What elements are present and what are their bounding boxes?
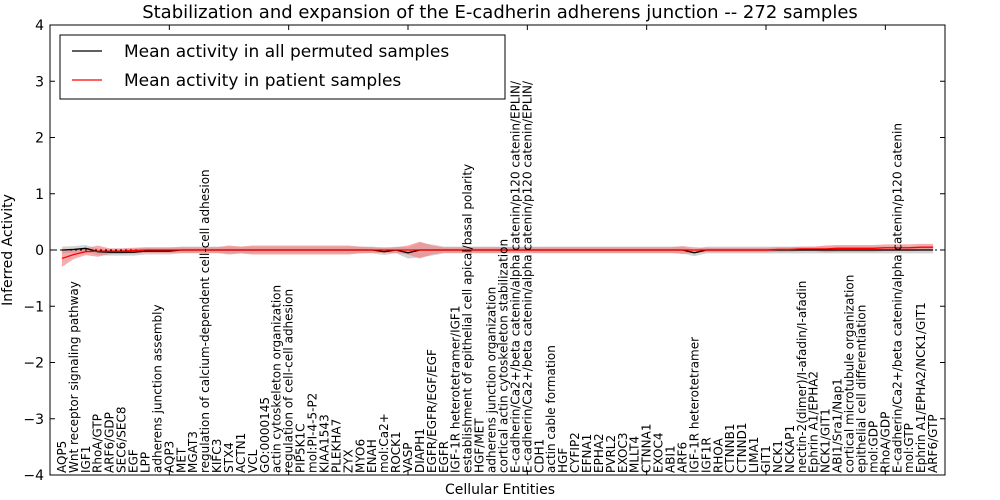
x-tick-label: MYO6 [353,439,367,473]
x-tick-label: GIT1 [759,445,773,473]
x-tick-label: RhoA/GDP [878,412,892,473]
x-tick-label: EXOC3 [616,433,630,474]
x-tick-label: EFNA1 [580,434,594,473]
x-tick-label: Ephrin A1/EPHA2 [807,371,821,473]
x-tick-label: ZYX [341,449,355,473]
x-tick-label: adherens junction assembly [150,304,164,473]
y-tick-label: 4 [35,18,44,34]
x-tick-label: IGF1 [79,446,93,473]
x-tick-label: NCK1/GIT1 [819,408,833,473]
x-tick-label: CYFIP2 [568,432,582,473]
chart-title: Stabilization and expansion of the E-cad… [142,2,858,23]
x-tick-label: PLEKHA7 [329,419,343,473]
x-tick-label: E-cadherin/Ca2+/beta catenin/alpha caten… [508,80,522,473]
x-tick-label: ABI1 [664,445,678,473]
x-tick-label: ROCK1 [389,431,403,473]
legend: Mean activity in all permuted samples Me… [59,34,506,100]
x-tick-label: MLLT4 [628,436,642,473]
plot-frame [49,24,946,476]
x-tick-label: mol:GTP [902,423,916,473]
x-tick-label: E-cadherin/Ca2+/beta catenin/alpha caten… [520,80,534,473]
x-tick-label: SEC6/SEC8 [115,407,129,473]
x-tick-label: VASP [401,442,415,473]
x-tick-label: IGF1R [699,437,713,473]
y-tick-label: 0 [35,243,44,259]
legend-label-patient: Mean activity in patient samples [124,71,401,91]
std-band-patient [61,241,934,267]
x-axis-label: Cellular Entities [445,482,555,498]
x-tick-label: regulation of calcium-dependent cell-cel… [198,169,212,473]
x-tick-label: E-cadherin/Ca2+/beta catenin/alpha caten… [890,123,904,473]
x-tick-label: IGF-1R heterotetramer/IGF1 [449,306,463,473]
x-tick-label: EGF [127,449,141,473]
x-tick-label: EGFR [437,441,451,473]
x-tick-label: CTNNB1 [723,423,737,473]
x-tick-label: LPP [138,452,152,473]
x-tick-label: cortical actin cytoskeleton stabilizatio… [496,239,510,473]
x-tick-label: EPHA2 [592,433,606,473]
x-tick-label: mol:GDP [866,421,880,473]
x-tick-label: NCK1 [771,440,785,473]
x-tick-label: HGF/MET [473,418,487,473]
x-tick-label: RhoA/GTP [91,414,105,473]
x-tick-label: Wnt receptor signaling pathway [67,281,81,473]
x-tick-label: AQP3 [162,441,176,473]
x-tick-label: IGF-1R heterotetramer [687,337,701,473]
x-tick-label: NCKAP1 [783,425,797,473]
y-tick-label: 2 [35,131,44,147]
x-tick-label: ACTN1 [234,433,248,473]
x-tick-label: ABI1/Sra1/Nap1 [831,378,845,473]
legend-label-permuted: Mean activity in all permuted samples [124,42,449,62]
x-tick-label: EXOC4 [652,433,666,474]
x-tick-label: cortical microtubule organization [843,275,857,473]
x-tick-label: actin cable formation [544,345,558,473]
x-tick-label: ARF6/GDP [103,412,117,473]
x-tick-label: mol:PI-4-5-P2 [306,393,320,473]
x-tick-label: PVRL2 [604,435,618,473]
x-tick-label: nectin-2(dimer)/I-afadin/I-afadin [795,281,809,473]
x-tick-label: CDH1 [532,439,546,473]
x-tick-label: DIAPH1 [413,428,427,473]
y-tick-label: −2 [23,356,44,372]
x-tick-label: VCL [246,449,260,473]
x-tick-label: CTNND1 [735,422,749,473]
series-line-patient [61,246,934,260]
x-tick-label: PIP5K1C [294,423,308,473]
x-tick-label: RHOA [711,437,725,473]
x-tick-label: regulation of cell-cell adhesion [282,289,296,473]
x-tick-label: Ephrin A1/EPHA2/NCK1/GIT1 [914,302,928,473]
x-tick-label: GO:0000145 [258,397,272,473]
x-tick-label: STX4 [222,442,236,473]
y-tick-label: 1 [35,187,44,203]
legend-box [59,34,506,100]
y-tick-label: 3 [35,74,44,90]
x-tick-label: MGAT3 [186,431,200,473]
x-tick-label: ENAH [365,439,379,473]
x-tick-label: CTNNA1 [640,423,654,473]
y-axis-label: Inferred Activity [0,194,16,306]
x-tick-label: KIFC3 [210,439,224,473]
x-tick-label: LIMA1 [747,437,761,473]
y-ticks: 4 3 2 1 0 −1 −2 −3 −4 [23,18,945,484]
y-tick-label: −4 [23,468,44,484]
x-tick-label: AQP5 [55,441,69,473]
x-tick-label: ARF6/GTP [926,414,940,473]
x-tick-label: KIAA1543 [317,414,331,473]
y-tick-label: −1 [23,299,44,315]
x-tick-label: establishment of epithelial cell apical/… [461,164,475,473]
x-tick-label: EGFR/EGFR/EGF/EGF [425,349,439,473]
x-tick-label: MET [174,447,188,473]
x-tick-label: actin cytoskeleton organization [270,285,284,473]
x-tick-label: mol:Ca2+ [377,413,391,473]
x-tick-label: ARF6 [675,442,689,473]
x-tick-label: HGF [556,448,570,473]
x-tick-label: adherens junction organization [485,287,499,473]
x-tick-label: epithelial cell differentiation [854,305,868,473]
plot-area [50,241,945,267]
y-tick-label: −3 [23,412,44,428]
